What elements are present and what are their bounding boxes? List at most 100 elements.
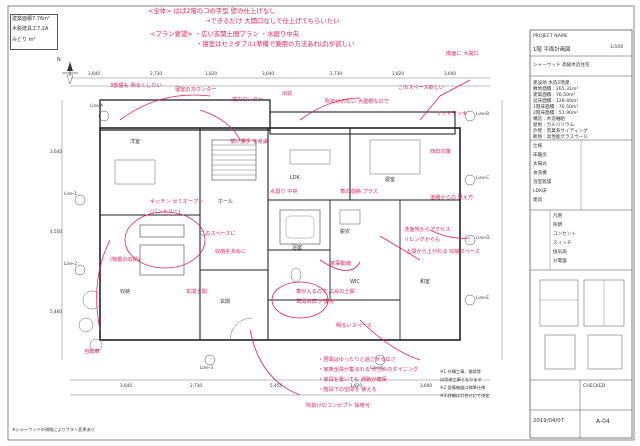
dimension-label: 5,460 xyxy=(50,309,62,314)
room-label: 脱衣 xyxy=(340,229,351,235)
bottom-note: は別途工事となります xyxy=(440,377,482,382)
dimension-label: 3,640 xyxy=(262,71,274,76)
red-annotation: 玄関土間 xyxy=(186,289,207,295)
stamp-line: みどり m² xyxy=(12,37,36,43)
dimension-label: 4,550 xyxy=(50,229,62,234)
red-annotation: 窓カウンター xyxy=(232,97,264,103)
dimension-label: 1,820 xyxy=(392,71,404,76)
red-annotation: ・家族全員が集まれる 大きめのダイニング xyxy=(318,367,419,373)
red-annotation: 寝室のカウンター xyxy=(175,87,217,93)
tb-company: シャーウッド 高級木造住宅 xyxy=(533,63,590,68)
dimension-label: 3,640 xyxy=(50,149,62,154)
footer-note: ※シャーウッドの規格によりプラン変更あり xyxy=(12,427,95,432)
dimension-label: 2,730 xyxy=(190,383,202,388)
tb-row: 敷地面積 : 265.31m² xyxy=(533,87,579,92)
red-annotation: ・家具を置いても 通路が確保 xyxy=(318,377,387,383)
stamp-line: 建築面積7.76m² xyxy=(12,16,51,22)
room-label: 収納 xyxy=(120,289,131,295)
tb-legend-row: 換気扇 xyxy=(553,250,567,255)
dimension-label: 3,640 xyxy=(88,71,100,76)
tb-row: 断熱 : 高性能グラスウール xyxy=(533,135,588,140)
grid-label: Line-2 xyxy=(64,261,77,266)
note-plan-request: <プラン要望> ・広い玄関土間プラン ・水廻り中央 xyxy=(150,30,299,38)
tb-row: 建築面積 : 76.50m² xyxy=(533,93,576,98)
red-annotation: 玄関の広さ 優先 xyxy=(296,299,334,305)
dimension-label: 1,820 xyxy=(350,383,362,388)
red-annotation: 明るいスペース xyxy=(336,323,372,329)
room-label: LDK xyxy=(290,175,300,181)
red-annotation: このスペース欲しい xyxy=(398,85,445,91)
tb-spec-row: 太陽光 xyxy=(533,162,547,167)
bottom-note: ※3 詳細は打合せにて決定 xyxy=(440,393,490,398)
red-annotation: 吹抜けのコンセプト 採用可 xyxy=(306,403,370,409)
red-annotation: 道路からの 見え方 xyxy=(430,195,474,201)
red-annotation: リビングからも xyxy=(404,237,441,243)
stair-symbol xyxy=(211,139,257,181)
tb-sheet-title: 1階 平面計画図 xyxy=(533,47,571,53)
red-annotation: 南面に 大開口 xyxy=(446,51,479,57)
tb-row: 屋根 : ガルバリウム xyxy=(533,123,575,128)
dimension-label: 2,730 xyxy=(150,71,162,76)
room-label: ホール xyxy=(218,199,234,205)
red-annotation: 使い勝手 を考慮 xyxy=(230,139,268,145)
note-overall-detail: →できるだけ 大開口なしで仕上げてもらいたい xyxy=(205,17,340,25)
grid-label: Line-1 xyxy=(64,191,77,196)
tb-row: 延床面積 : 128.40m² xyxy=(533,99,579,104)
red-annotation: 3部屋も 明るくしたい xyxy=(110,83,162,89)
grid-label: Line-3 xyxy=(200,365,213,370)
north-label: N xyxy=(57,57,61,63)
red-annotation: ・階段下の空間を 使える xyxy=(318,387,377,393)
tb-legend-row: スイッチ xyxy=(553,241,572,246)
grid-label: Line-E xyxy=(476,295,489,300)
red-annotation: ・居間はゆったりと過ごせる広さ xyxy=(318,357,396,363)
tb-spec-header: 仕様 xyxy=(533,144,543,149)
grid-label: Line-D xyxy=(476,235,490,240)
red-annotation: ウッドデッキ xyxy=(436,111,468,117)
tb-row: 建設地 木造2階建 xyxy=(533,81,570,86)
room-label: 玄関 xyxy=(220,299,231,305)
red-annotation: 洗面所からアクセス xyxy=(404,227,451,233)
grid-label: Line-C xyxy=(476,175,490,180)
red-annotation: 自転車 xyxy=(84,349,100,355)
tb-row: 1階床面積 : 76.50m² xyxy=(533,105,579,110)
red-annotation: 出窓 xyxy=(282,91,293,97)
tb-legend-row: 分電盤 xyxy=(553,259,567,264)
red-annotation: (パントリー) xyxy=(150,209,181,215)
tb-legend-row: 照明 xyxy=(553,223,563,228)
tb-check: CHECKED xyxy=(583,384,606,389)
dimension-label: 3,640 xyxy=(120,383,132,388)
room-label: WIC xyxy=(350,279,360,285)
dimension-label: 3,640 xyxy=(420,383,432,388)
tb-spec-row: LDK床 xyxy=(533,189,547,194)
room-label: 和室 xyxy=(420,279,431,285)
tb-project-label: PROJECT NAME xyxy=(533,34,568,39)
red-annotation: 土間から上がれる 収納スペース xyxy=(406,249,480,255)
red-annotation: 吹抜けのない 大屋根なので xyxy=(325,99,389,105)
red-annotation: キッチン セミオープン xyxy=(150,199,204,205)
tb-sheet-no: A-04 xyxy=(596,418,610,425)
red-annotation: 車の収納 プラス xyxy=(340,189,378,195)
red-annotation: 家事動線 xyxy=(330,261,351,267)
dimension-label: 1,820 xyxy=(205,71,217,76)
red-annotation: 車が入るので 広めの土間 xyxy=(296,289,355,295)
red-annotation: 水廻り 中央 xyxy=(270,189,298,195)
red-annotation: (物置の収納) xyxy=(110,257,140,263)
tb-legend-row: コンセント xyxy=(553,232,576,237)
tb-spec-row: 床暖房 xyxy=(533,153,547,158)
bottom-note: ※1 外構工事、植栽等 xyxy=(440,369,482,374)
tb-row: 2階床面積 : 51.90m² xyxy=(533,111,579,116)
tb-spec-row: 建具 xyxy=(533,198,543,203)
note-overall: <全体> はば2階のコの字型 壁の仕上げなし xyxy=(148,7,276,15)
grid-label: Line-A xyxy=(90,103,104,108)
note-plan-request-detail: ・寝室はセミダブル(準備で兼用の方法あれば)が欲しい xyxy=(196,40,355,48)
room-label: 洋室 xyxy=(130,139,141,145)
red-annotation: 西日対策 xyxy=(430,149,451,155)
red-annotation: 収納を多めに xyxy=(215,249,247,255)
grid-label: Line-B xyxy=(476,111,489,116)
stamp-line: 木製建具工7.2A xyxy=(12,26,49,32)
tb-row: 外壁 : 窯業系サイディング xyxy=(533,129,588,134)
dimension-label: 5,455 xyxy=(270,383,282,388)
